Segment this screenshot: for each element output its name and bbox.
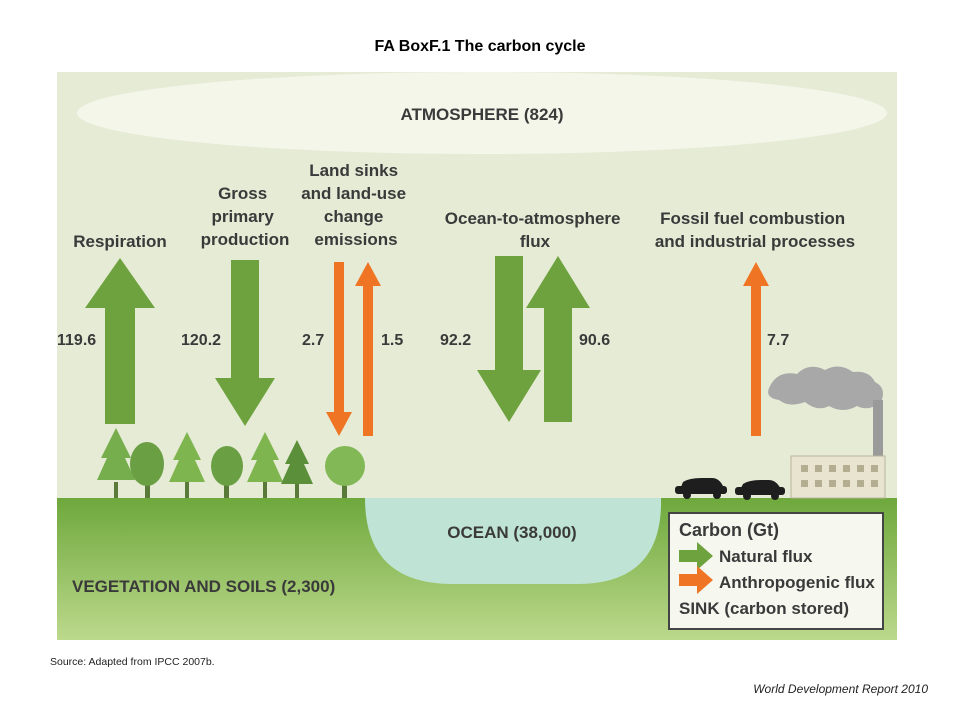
land-up-value: 1.5 — [381, 332, 403, 349]
deciduous-tree-icon — [211, 446, 243, 498]
legend-natural-label: Natural flux — [719, 547, 813, 566]
ocean-down-value: 92.2 — [440, 332, 471, 349]
fossil-label-line: Fossil fuel combustion — [660, 209, 845, 228]
car-icon — [735, 480, 785, 500]
land-flux-label: Land sinks and land-use change emissions — [301, 161, 411, 249]
deciduous-tree-icon — [130, 442, 164, 498]
deciduous-tree-icon — [325, 446, 365, 498]
report-credit: World Development Report 2010 — [753, 682, 928, 696]
gpp-value: 120.2 — [181, 332, 221, 349]
ocean-up-arrow — [526, 256, 590, 422]
gpp-label-line: production — [201, 230, 290, 249]
smoke-icon — [768, 366, 883, 410]
land-up-arrow — [355, 262, 381, 436]
legend: Carbon (Gt) Natural flux Anthropogenic f… — [668, 512, 884, 630]
conifer-tree-icon — [247, 432, 283, 498]
trees — [97, 428, 365, 498]
conifer-tree-icon — [281, 440, 313, 498]
gpp-label: Gross primary production — [201, 184, 290, 249]
ocean-up-value: 90.6 — [579, 332, 610, 349]
respiration-value: 119.6 — [57, 332, 96, 349]
legend-sink-label: SINK (carbon stored) — [679, 599, 849, 618]
land-label-line: change — [324, 207, 384, 226]
vegetation-label: VEGETATION AND SOILS (2,300) — [72, 577, 335, 596]
ocean-label: OCEAN (38,000) — [447, 523, 576, 542]
fossil-up-arrow — [743, 262, 769, 436]
atmosphere-label: ATMOSPHERE (824) — [400, 105, 563, 124]
car-icon — [675, 478, 727, 499]
ocean-down-arrow — [477, 256, 541, 422]
fossil-flux-label: Fossil fuel combustion and industrial pr… — [655, 209, 855, 251]
source-note: Source: Adapted from IPCC 2007b. — [50, 656, 215, 668]
land-label-line: emissions — [314, 230, 397, 249]
ocean-flux-label-line: Ocean-to-atmosphere — [445, 209, 621, 228]
legend-title: Carbon (Gt) — [679, 520, 779, 540]
gpp-arrow — [215, 260, 275, 426]
legend-natural-arrow-icon — [679, 542, 713, 570]
ocean-flux-label-line: flux — [520, 232, 551, 251]
atmosphere-ellipse — [77, 72, 887, 154]
ocean-flux-label: Ocean-to-atmosphere flux — [445, 209, 625, 251]
factory-icon — [768, 366, 886, 499]
respiration-label: Respiration — [73, 232, 167, 251]
gpp-label-line: Gross — [218, 184, 267, 203]
legend-anthropogenic-label: Anthropogenic flux — [719, 573, 875, 592]
legend-anthropogenic-arrow-icon — [679, 566, 713, 594]
land-label-line: Land sinks — [309, 161, 398, 180]
fossil-label-line: and industrial processes — [655, 232, 855, 251]
land-down-value: 2.7 — [302, 332, 324, 349]
land-label-line: and land-use — [301, 184, 406, 203]
land-down-arrow — [326, 262, 352, 436]
gpp-label-line: primary — [211, 207, 274, 226]
carbon-cycle-diagram: ATMOSPHERE (824) OCEAN (38,000) VEGETATI… — [57, 72, 897, 640]
fossil-value: 7.7 — [767, 332, 789, 349]
slide-title: FA BoxF.1 The carbon cycle — [374, 38, 586, 55]
respiration-label-line: Respiration — [73, 232, 167, 251]
ocean-basin — [365, 498, 662, 584]
conifer-tree-icon — [169, 432, 205, 498]
conifer-tree-icon — [97, 428, 135, 498]
respiration-arrow — [85, 258, 155, 424]
